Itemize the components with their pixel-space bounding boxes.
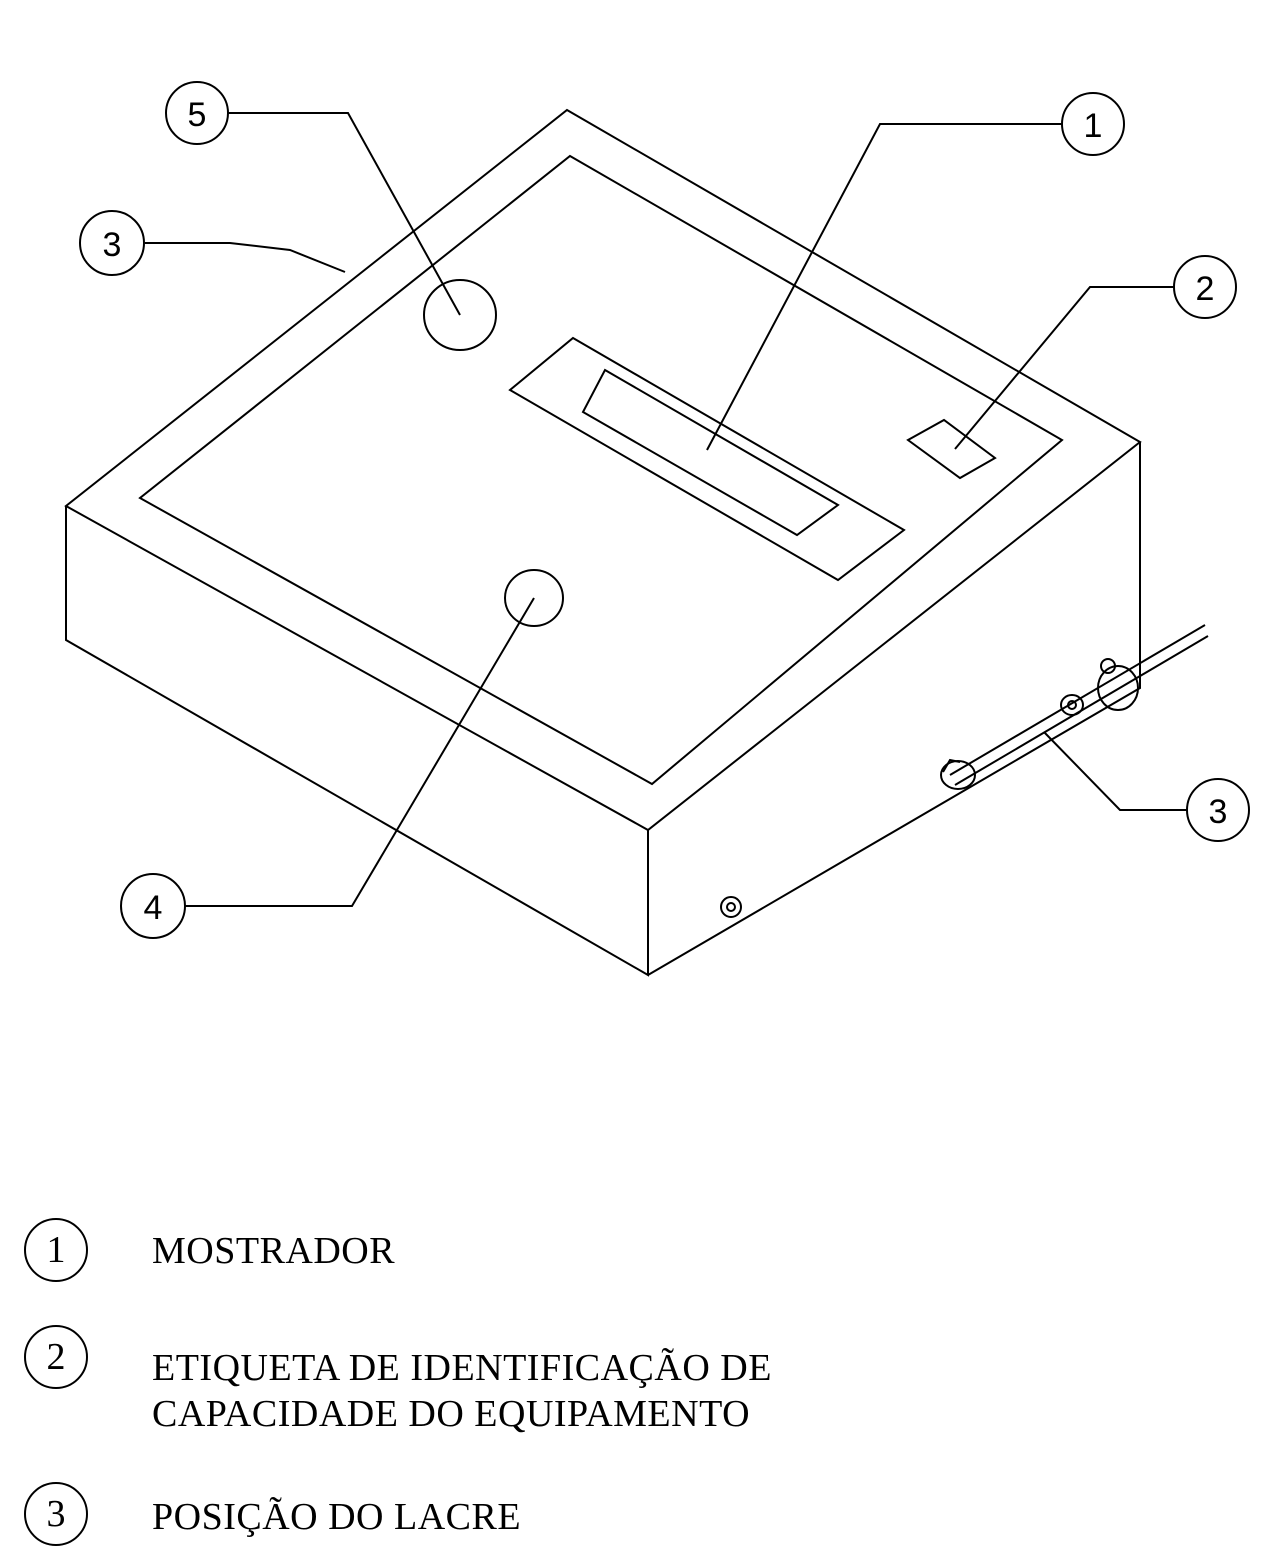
button-4 [504, 569, 564, 627]
display-window [508, 336, 906, 582]
front-connector [720, 896, 742, 918]
callout-3-right: 3 [1186, 778, 1250, 842]
legend-label-1: MOSTRADOR [152, 1230, 396, 1272]
seal-clip [1060, 694, 1084, 716]
leader-2 [954, 286, 1175, 450]
callout-2: 2 [1173, 255, 1237, 319]
leader-5 [228, 112, 461, 316]
legend-label-2-line-1: ETIQUETA DE IDENTIFICAÇÃO DE [152, 1347, 772, 1389]
callout-3-left: 3 [79, 210, 145, 276]
callout-1-number: 1 [1084, 107, 1103, 145]
legend-number-2: 2 [24, 1325, 88, 1389]
callout-3-left-number: 3 [103, 226, 122, 264]
callout-5-number: 5 [188, 96, 207, 134]
leader-lines [145, 112, 1188, 907]
leader-3-left [145, 242, 346, 273]
leader-4 [185, 597, 535, 907]
box-left-face [65, 506, 649, 977]
box-top-face [64, 108, 1142, 832]
callout-4-number: 4 [144, 889, 163, 927]
legend-label-3: POSIÇÃO DO LACRE [152, 1496, 522, 1538]
legend-number-3: 3 [24, 1482, 88, 1546]
leader-3-right [1043, 731, 1188, 811]
callout-4: 4 [120, 873, 186, 939]
seal-hardware [940, 624, 1209, 790]
callout-3-right-number: 3 [1209, 793, 1228, 831]
box-right-face [647, 442, 1141, 976]
top-panel-inset [138, 154, 1064, 786]
callout-1: 1 [1061, 92, 1125, 156]
legend-number-1: 1 [24, 1218, 88, 1282]
legend-label-2-line-2: CAPACIDADE DO EQUIPAMENTO [152, 1393, 751, 1435]
display-frame [508, 336, 906, 582]
identification-label [906, 418, 997, 480]
seal-knob-small [1100, 658, 1116, 674]
callout-2-number: 2 [1196, 270, 1215, 308]
callout-5: 5 [165, 81, 229, 145]
button-5 [423, 279, 497, 351]
display-screen [581, 368, 840, 537]
seal-knob-large [1097, 665, 1139, 711]
leader-1 [706, 123, 1063, 451]
equipment-box [64, 108, 1142, 977]
